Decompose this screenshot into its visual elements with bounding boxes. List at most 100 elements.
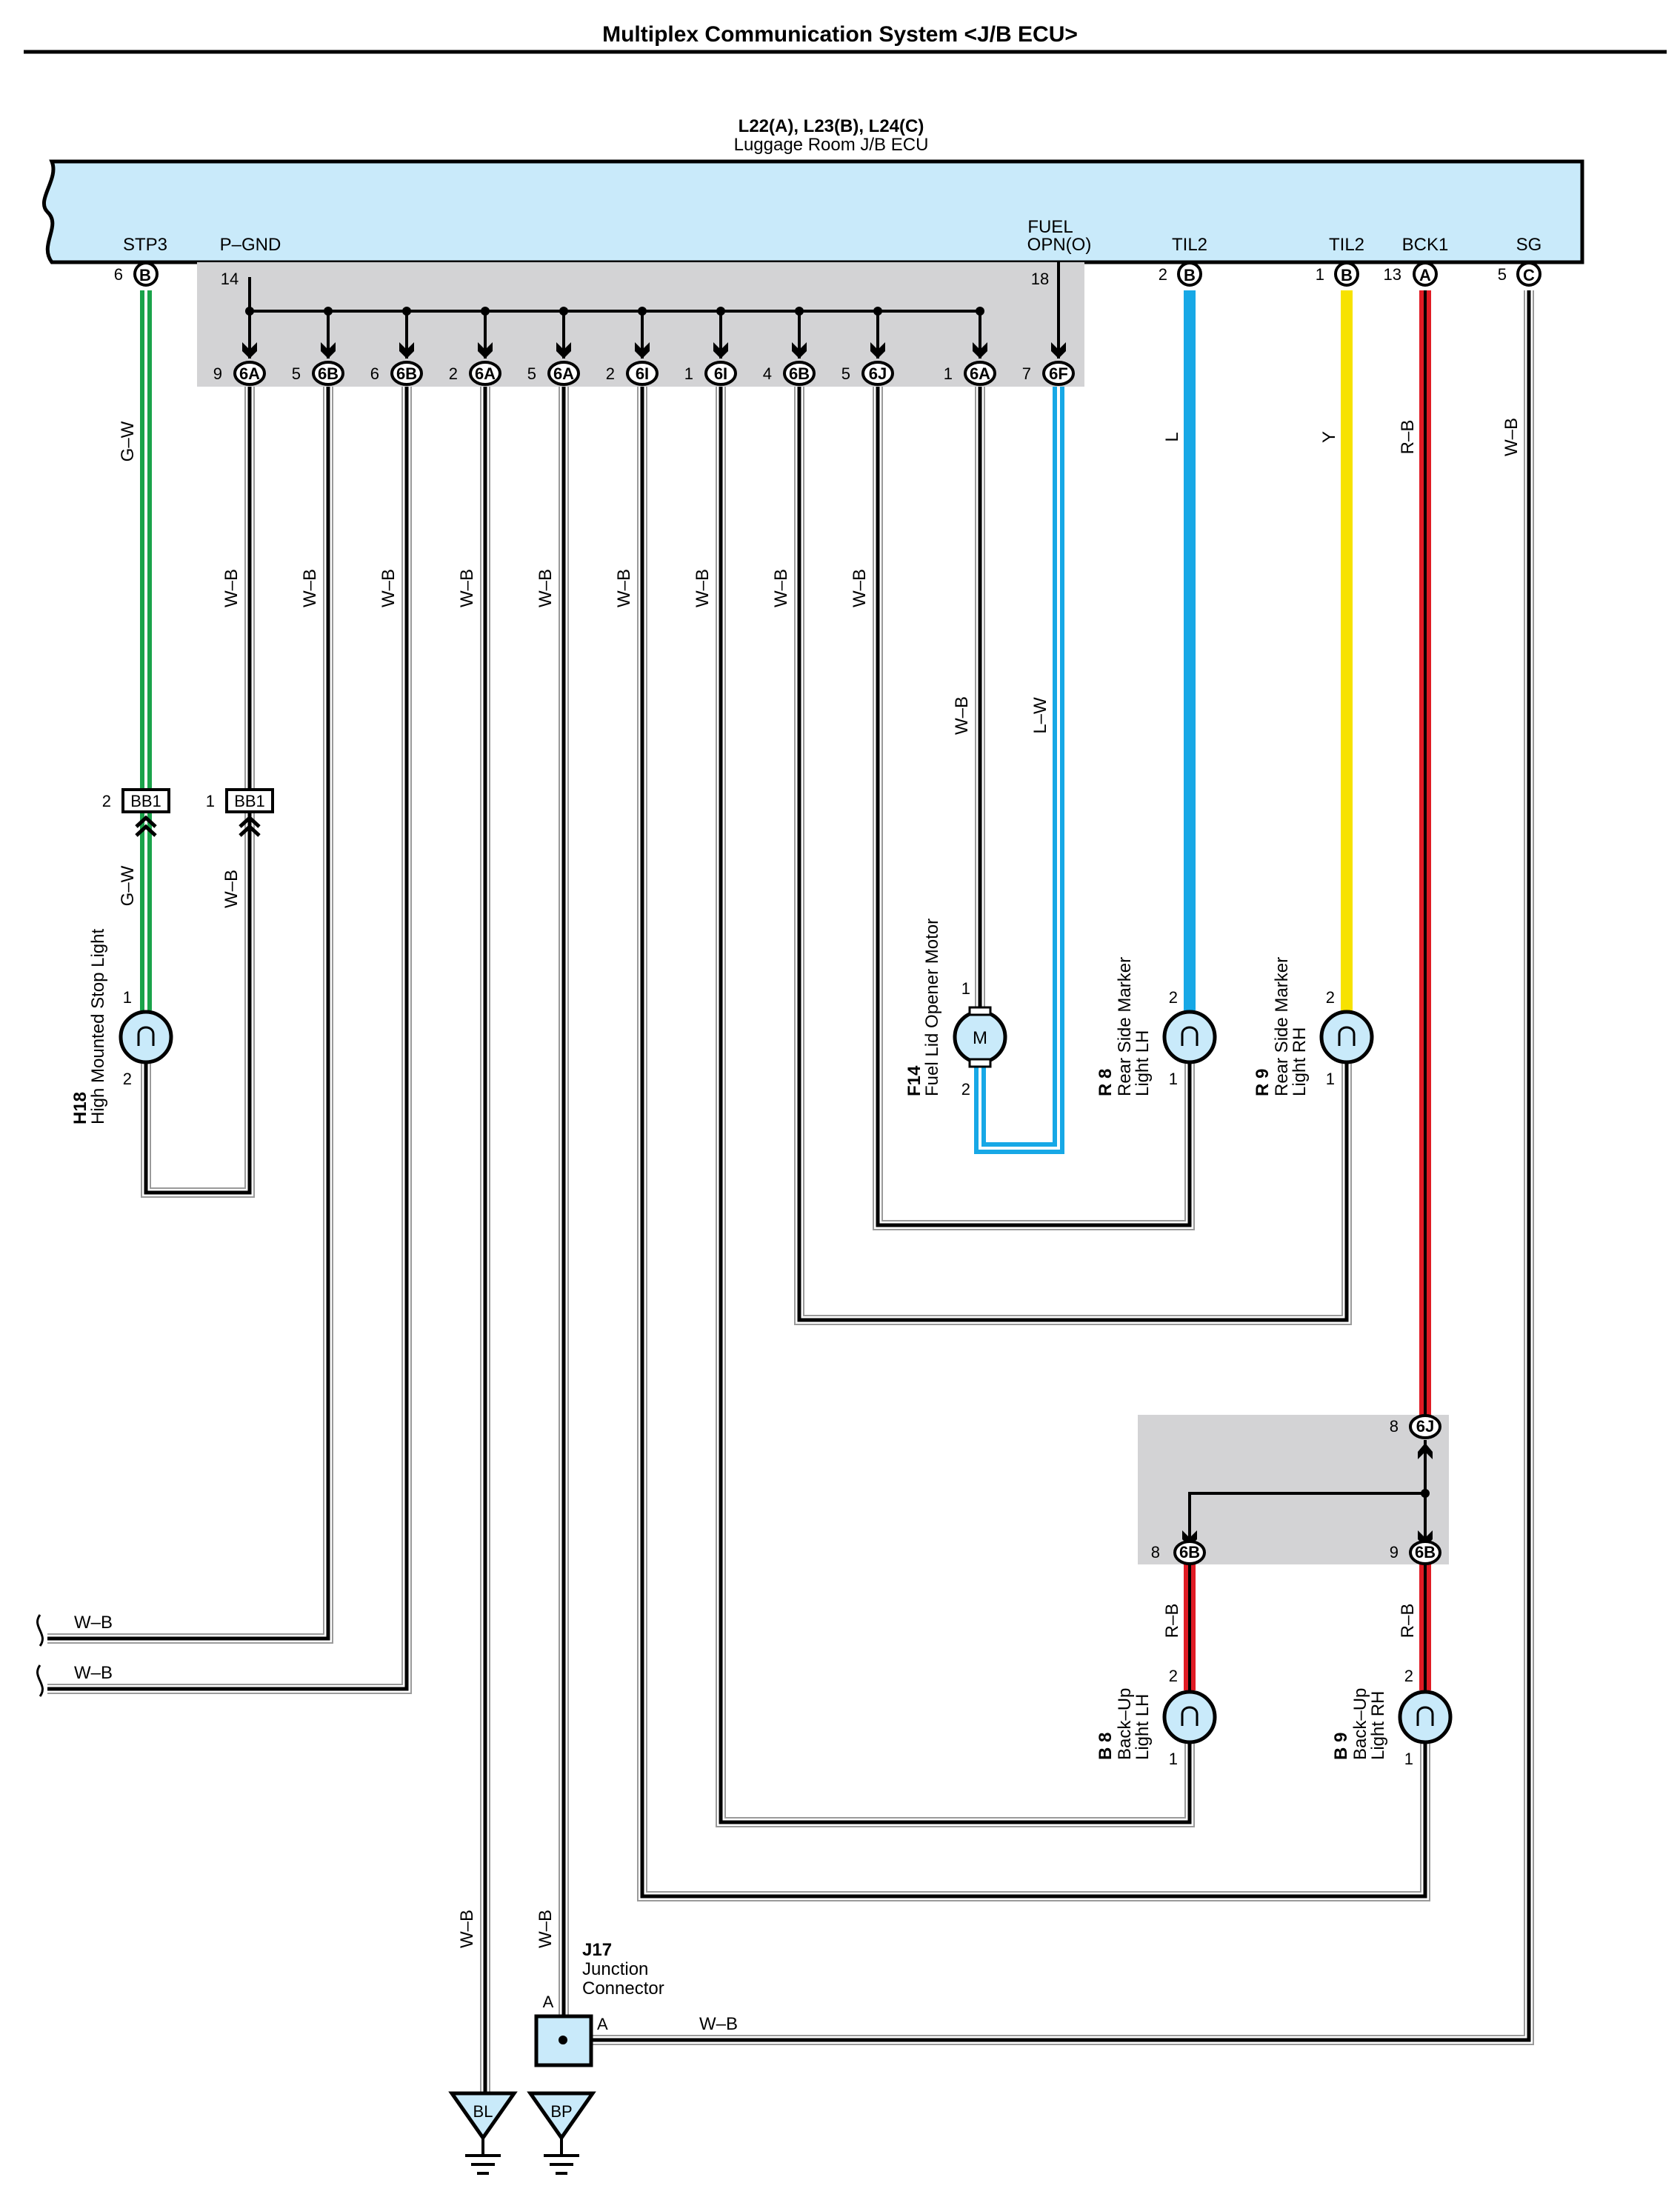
jb-conn: 6I — [636, 364, 649, 383]
f14-name: Fuel Lid Opener Motor — [922, 919, 942, 1096]
splice-dot — [245, 307, 254, 316]
b8-code: B 8 — [1096, 1733, 1116, 1760]
pin-til2-lh: 2 — [1159, 265, 1167, 284]
wire-label-rb: R–B — [1398, 420, 1418, 455]
jb-lower-connector-oval — [1173, 1540, 1206, 1565]
r8-name-2: Light LH — [1133, 1030, 1153, 1096]
jb-conn: 6A — [239, 364, 260, 383]
bb1-pin: 1 — [206, 792, 215, 810]
wire-label-wb: W–B — [693, 569, 713, 607]
b8-pin-top: 2 — [1169, 1667, 1178, 1685]
jb-pin: 9 — [213, 364, 222, 383]
r9-bulb-icon — [1319, 1010, 1374, 1064]
ecu-terminal-circle — [1516, 261, 1541, 287]
wire-label-lw: L–W — [1030, 697, 1050, 734]
r9-pin-top: 2 — [1326, 988, 1335, 1007]
jb-pin: 1 — [684, 364, 693, 383]
conn-til2-lh: B — [1184, 266, 1196, 284]
b9-name-1: Back–Up — [1350, 1688, 1370, 1760]
h18-pin1: 1 — [123, 988, 132, 1007]
b9-bulb-icon — [1398, 1690, 1453, 1744]
r9-code: R 9 — [1253, 1069, 1273, 1096]
wire-label-wb: W–B — [536, 1910, 556, 1948]
splice-dot — [324, 307, 333, 316]
splice-dot — [638, 307, 647, 316]
bb1-connector-b: BB1 1 — [206, 788, 274, 837]
r8-bulb-icon — [1162, 1010, 1217, 1064]
arrow-down-icon — [870, 342, 885, 359]
wire-label-wb: W–B — [221, 569, 241, 607]
r9-name-1: Rear Side Marker — [1272, 957, 1292, 1096]
b8-name-2: Light LH — [1133, 1694, 1153, 1760]
ecu-terminal-circle — [1413, 261, 1438, 287]
jb-conn: 6A — [970, 364, 990, 383]
b9-pin-top: 2 — [1404, 1667, 1413, 1685]
pin-fuel-opn: 18 — [1031, 270, 1049, 288]
ecu-description: Luggage Room J/B ECU — [734, 135, 929, 155]
wire-label-rb: R–B — [1398, 1604, 1418, 1639]
jb-lower-out-pin: 8 — [1151, 1543, 1160, 1561]
bb1-connector-a: BB1 2 — [102, 788, 170, 837]
wire-label-wb: W–B — [457, 569, 477, 607]
splice-dot — [559, 307, 568, 316]
j17-junction-connector — [534, 2014, 593, 2067]
jb-connector-oval — [783, 361, 816, 386]
jb-pin: 5 — [841, 364, 850, 383]
jb-lower-out-pin: 9 — [1390, 1543, 1399, 1561]
h18-code: H18 — [70, 1092, 90, 1124]
wire-label-wb: W–B — [221, 870, 241, 908]
f14-pin2: 2 — [961, 1080, 970, 1099]
splice-dot — [1421, 1489, 1430, 1498]
jb-connector-oval — [312, 361, 344, 386]
conn-stp3: B — [139, 266, 151, 284]
svg-text:M: M — [973, 1028, 987, 1048]
arrow-down-icon — [399, 342, 414, 359]
wire-label-wb: W–B — [74, 1613, 113, 1633]
wire-label-wb: W–B — [699, 2014, 738, 2034]
wire-label-y: Y — [1319, 431, 1339, 443]
jb-conn: 6A — [553, 364, 574, 383]
terminal-p-gnd: P–GND — [220, 235, 281, 255]
wire-label-wb: W–B — [536, 569, 556, 607]
b8-name-1: Back–Up — [1115, 1688, 1135, 1760]
ground-bl-label: BL — [473, 2102, 493, 2121]
wire-label-wb: W–B — [1501, 418, 1521, 456]
terminal-sg: SG — [1516, 235, 1542, 255]
jb-conn: 6B — [789, 364, 810, 383]
wire-label-wb: W–B — [850, 569, 870, 607]
jb-lower-in-pin: 8 — [1390, 1417, 1399, 1436]
ground-bl-icon — [448, 2091, 518, 2175]
r8-pin-top: 2 — [1169, 988, 1178, 1007]
ground-bp-icon — [527, 2091, 596, 2175]
arrow-down-icon — [321, 342, 336, 359]
wire-break-marks — [36, 1614, 44, 1697]
jb-pin: 1 — [944, 364, 953, 383]
jb-lower-out-conn: 6B — [1415, 1543, 1436, 1561]
jb-conn: 6B — [318, 364, 339, 383]
svg-text:BB1: BB1 — [234, 792, 265, 810]
h18-pin2: 2 — [123, 1070, 132, 1088]
jb-conn: 6A — [475, 364, 496, 383]
jb-connector-labels: 9 6A 5 6B 6 6B 2 6A 5 6A 2 6I 1 6I 4 6B … — [213, 364, 1068, 383]
ecu-names: L22(A), L23(B), L24(C) — [739, 116, 924, 136]
arrow-down-icon — [1051, 342, 1066, 359]
wire-label-gw: G–W — [118, 421, 138, 461]
r8-code: R 8 — [1096, 1069, 1116, 1096]
jb-pin: 7 — [1022, 364, 1031, 383]
jb-connector-oval — [1042, 361, 1075, 386]
pin-sg: 5 — [1498, 265, 1507, 284]
splice-dot — [795, 307, 804, 316]
arrow-down-icon — [713, 342, 728, 359]
wire-lw — [974, 387, 1064, 1154]
b8-bulb-icon — [1162, 1690, 1217, 1744]
jb-connector-oval — [469, 361, 501, 386]
j17-code: J17 — [582, 1940, 612, 1960]
r9-pin-bot: 1 — [1326, 1070, 1335, 1088]
connector-markers — [133, 261, 1541, 1565]
wire-label-wb: W–B — [771, 569, 791, 607]
splice-dot — [402, 307, 411, 316]
pin-til2-rh: 1 — [1316, 265, 1324, 284]
jb-conn: 6J — [869, 364, 887, 383]
terminal-bck1: BCK1 — [1402, 235, 1449, 255]
